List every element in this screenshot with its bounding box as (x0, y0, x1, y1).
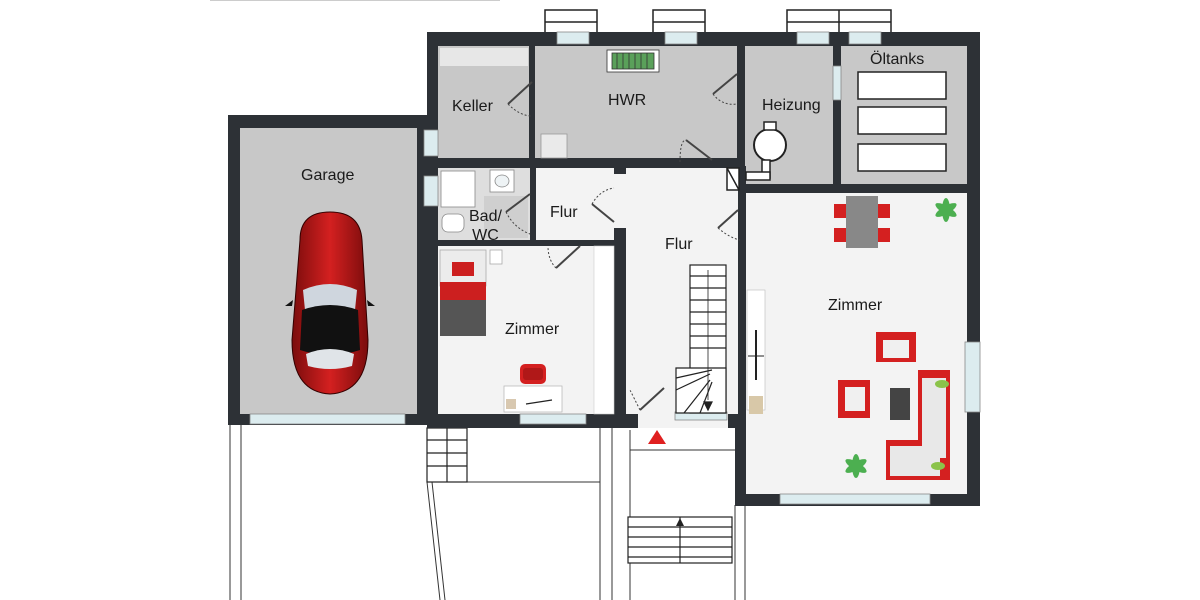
room-label-flur-small: Flur (550, 204, 578, 221)
oil-tanks (857, 71, 947, 172)
room-heizung-floor (745, 46, 833, 184)
car (285, 211, 375, 395)
room-label-heizung: Heizung (762, 97, 821, 114)
doors (505, 73, 741, 411)
inner-walls (530, 166, 746, 246)
room-label-bad-wc: Bad/ WC (469, 208, 502, 244)
left-zimmer-furniture (439, 245, 615, 415)
room-label-keller: Keller (452, 98, 493, 115)
exterior-lines (229, 420, 746, 600)
room-label-garage: Garage (301, 167, 355, 184)
right-zimmer-furniture (746, 196, 957, 480)
radiator (606, 49, 660, 73)
room-flur-small-floor (536, 168, 616, 240)
bathroom-fixtures (440, 169, 528, 238)
outside-steps-left (426, 427, 468, 483)
entrance-marker (648, 430, 666, 444)
room-label-hwr: HWR (608, 92, 647, 109)
room-label-flur-main: Flur (665, 236, 693, 253)
room-label-zimmer-left: Zimmer (505, 321, 560, 338)
chimney (726, 167, 740, 191)
room-label-zimmer-right: Zimmer (828, 297, 883, 314)
room-label-oeltanks: Öltanks (870, 51, 925, 68)
side-windows (249, 31, 981, 505)
staircase (675, 264, 727, 414)
boiler (745, 121, 787, 181)
top-windows (544, 9, 892, 35)
